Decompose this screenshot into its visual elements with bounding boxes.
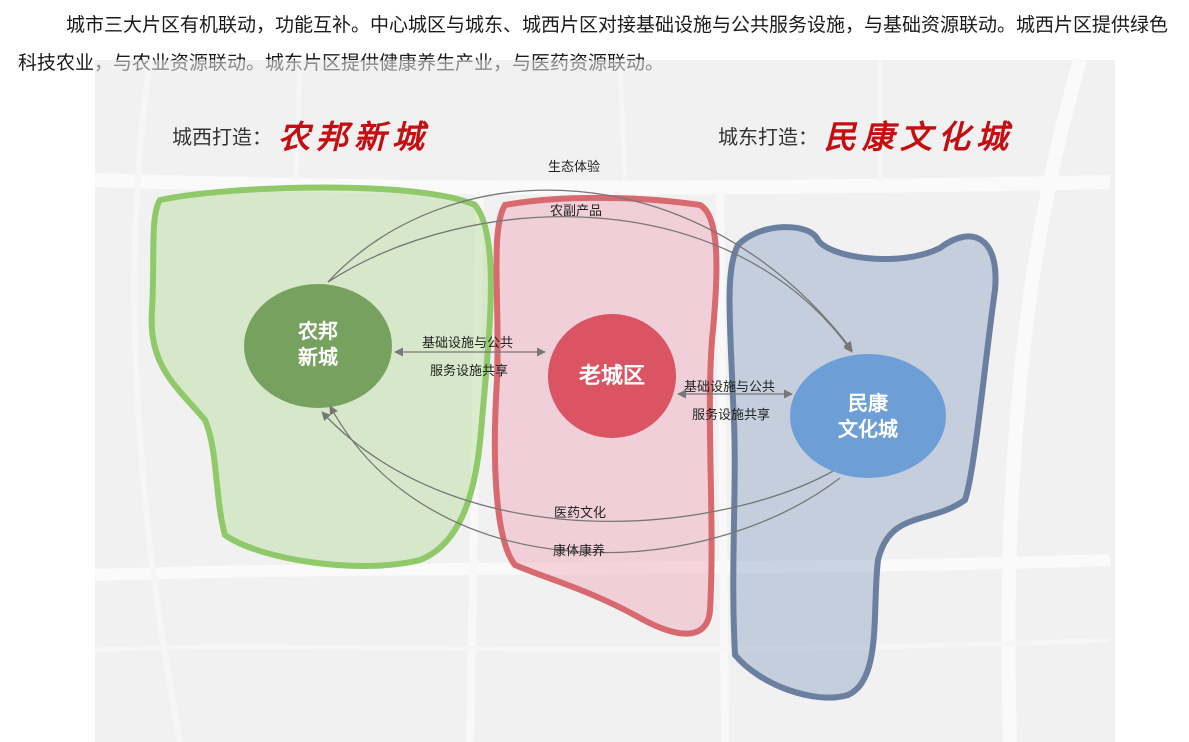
east-node-label: 民康 文化城 bbox=[818, 390, 918, 442]
infra-east-label-2: 服务设施共享 bbox=[692, 408, 771, 423]
west-node-circle bbox=[244, 284, 392, 408]
west-title-prefix: 城西打造： bbox=[172, 124, 272, 149]
west-district-title: 城西打造： 农邦新城 bbox=[172, 112, 430, 158]
west-title-name: 农邦新城 bbox=[278, 118, 431, 156]
agri-flow-label: 农副产品 bbox=[550, 204, 603, 219]
health-flow-arrow bbox=[329, 405, 841, 554]
east-title-prefix: 城东打造： bbox=[718, 124, 818, 149]
eco-flow-arrow bbox=[327, 189, 853, 351]
west-node-line1: 农邦 bbox=[298, 319, 338, 343]
west-node-line2: 新城 bbox=[298, 345, 338, 369]
east-node-circle bbox=[790, 354, 946, 478]
center-node-circle bbox=[548, 314, 676, 438]
east-district-title: 城东打造： 民康文化城 bbox=[718, 112, 1014, 158]
agri-flow-arrow bbox=[327, 216, 853, 353]
medical-flow-label: 医药文化 bbox=[554, 506, 607, 521]
infra-east-label-1: 基础设施与公共 bbox=[684, 380, 776, 395]
west-node-label: 农邦 新城 bbox=[278, 318, 358, 370]
east-node-line1: 民康 bbox=[848, 391, 888, 415]
health-flow-label: 康体康养 bbox=[553, 544, 606, 559]
medical-flow-arrow bbox=[321, 411, 836, 522]
base-map bbox=[94, 58, 1115, 742]
center-node-label: 老城区 bbox=[578, 364, 645, 389]
infra-west-label-2: 服务设施共享 bbox=[430, 364, 509, 379]
infra-west-label-1: 基础设施与公共 bbox=[422, 336, 514, 351]
east-node-line2: 文化城 bbox=[838, 417, 898, 441]
eco-flow-label: 生态体验 bbox=[548, 160, 601, 175]
east-title-name: 民康文化城 bbox=[824, 118, 1015, 156]
